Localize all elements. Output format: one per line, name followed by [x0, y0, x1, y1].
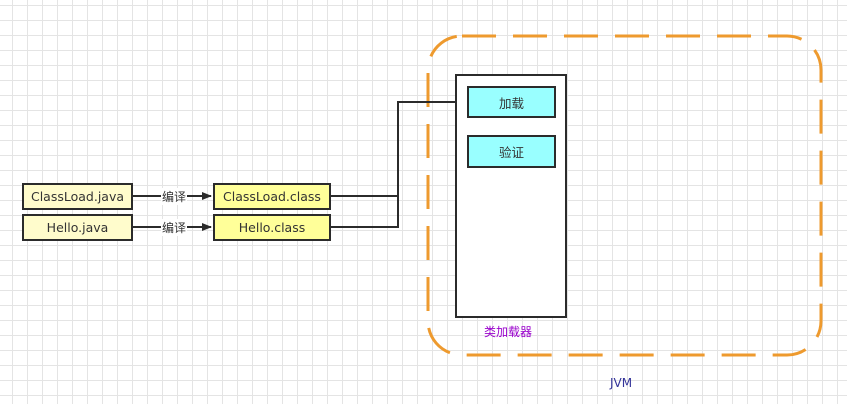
compile-label: 编译 [161, 188, 188, 205]
compile-label: 编译 [161, 219, 188, 236]
step-label: 加载 [498, 95, 524, 111]
step-node-load[interactable]: 加载 [467, 86, 556, 118]
source-label: ClassLoad.java [30, 189, 125, 204]
jvm-boundary [426, 34, 823, 357]
source-node-classload-java[interactable]: ClassLoad.java [22, 183, 133, 210]
jvm-label: JVM [610, 376, 633, 390]
step-node-verify[interactable]: 验证 [467, 135, 556, 168]
classloader-label: 类加载器 [484, 325, 533, 339]
source-node-hello-java[interactable]: Hello.java [22, 214, 133, 241]
class-node-classload[interactable]: ClassLoad.class [213, 183, 331, 210]
class-node-hello[interactable]: Hello.class [213, 214, 331, 241]
step-label: 验证 [498, 145, 524, 160]
edge-hello-to-loader [331, 196, 399, 228]
class-label: ClassLoad.class [223, 189, 321, 204]
class-label: Hello.class [238, 220, 306, 235]
edge-classload-to-loader [331, 98, 466, 197]
source-label: Hello.java [46, 220, 109, 235]
